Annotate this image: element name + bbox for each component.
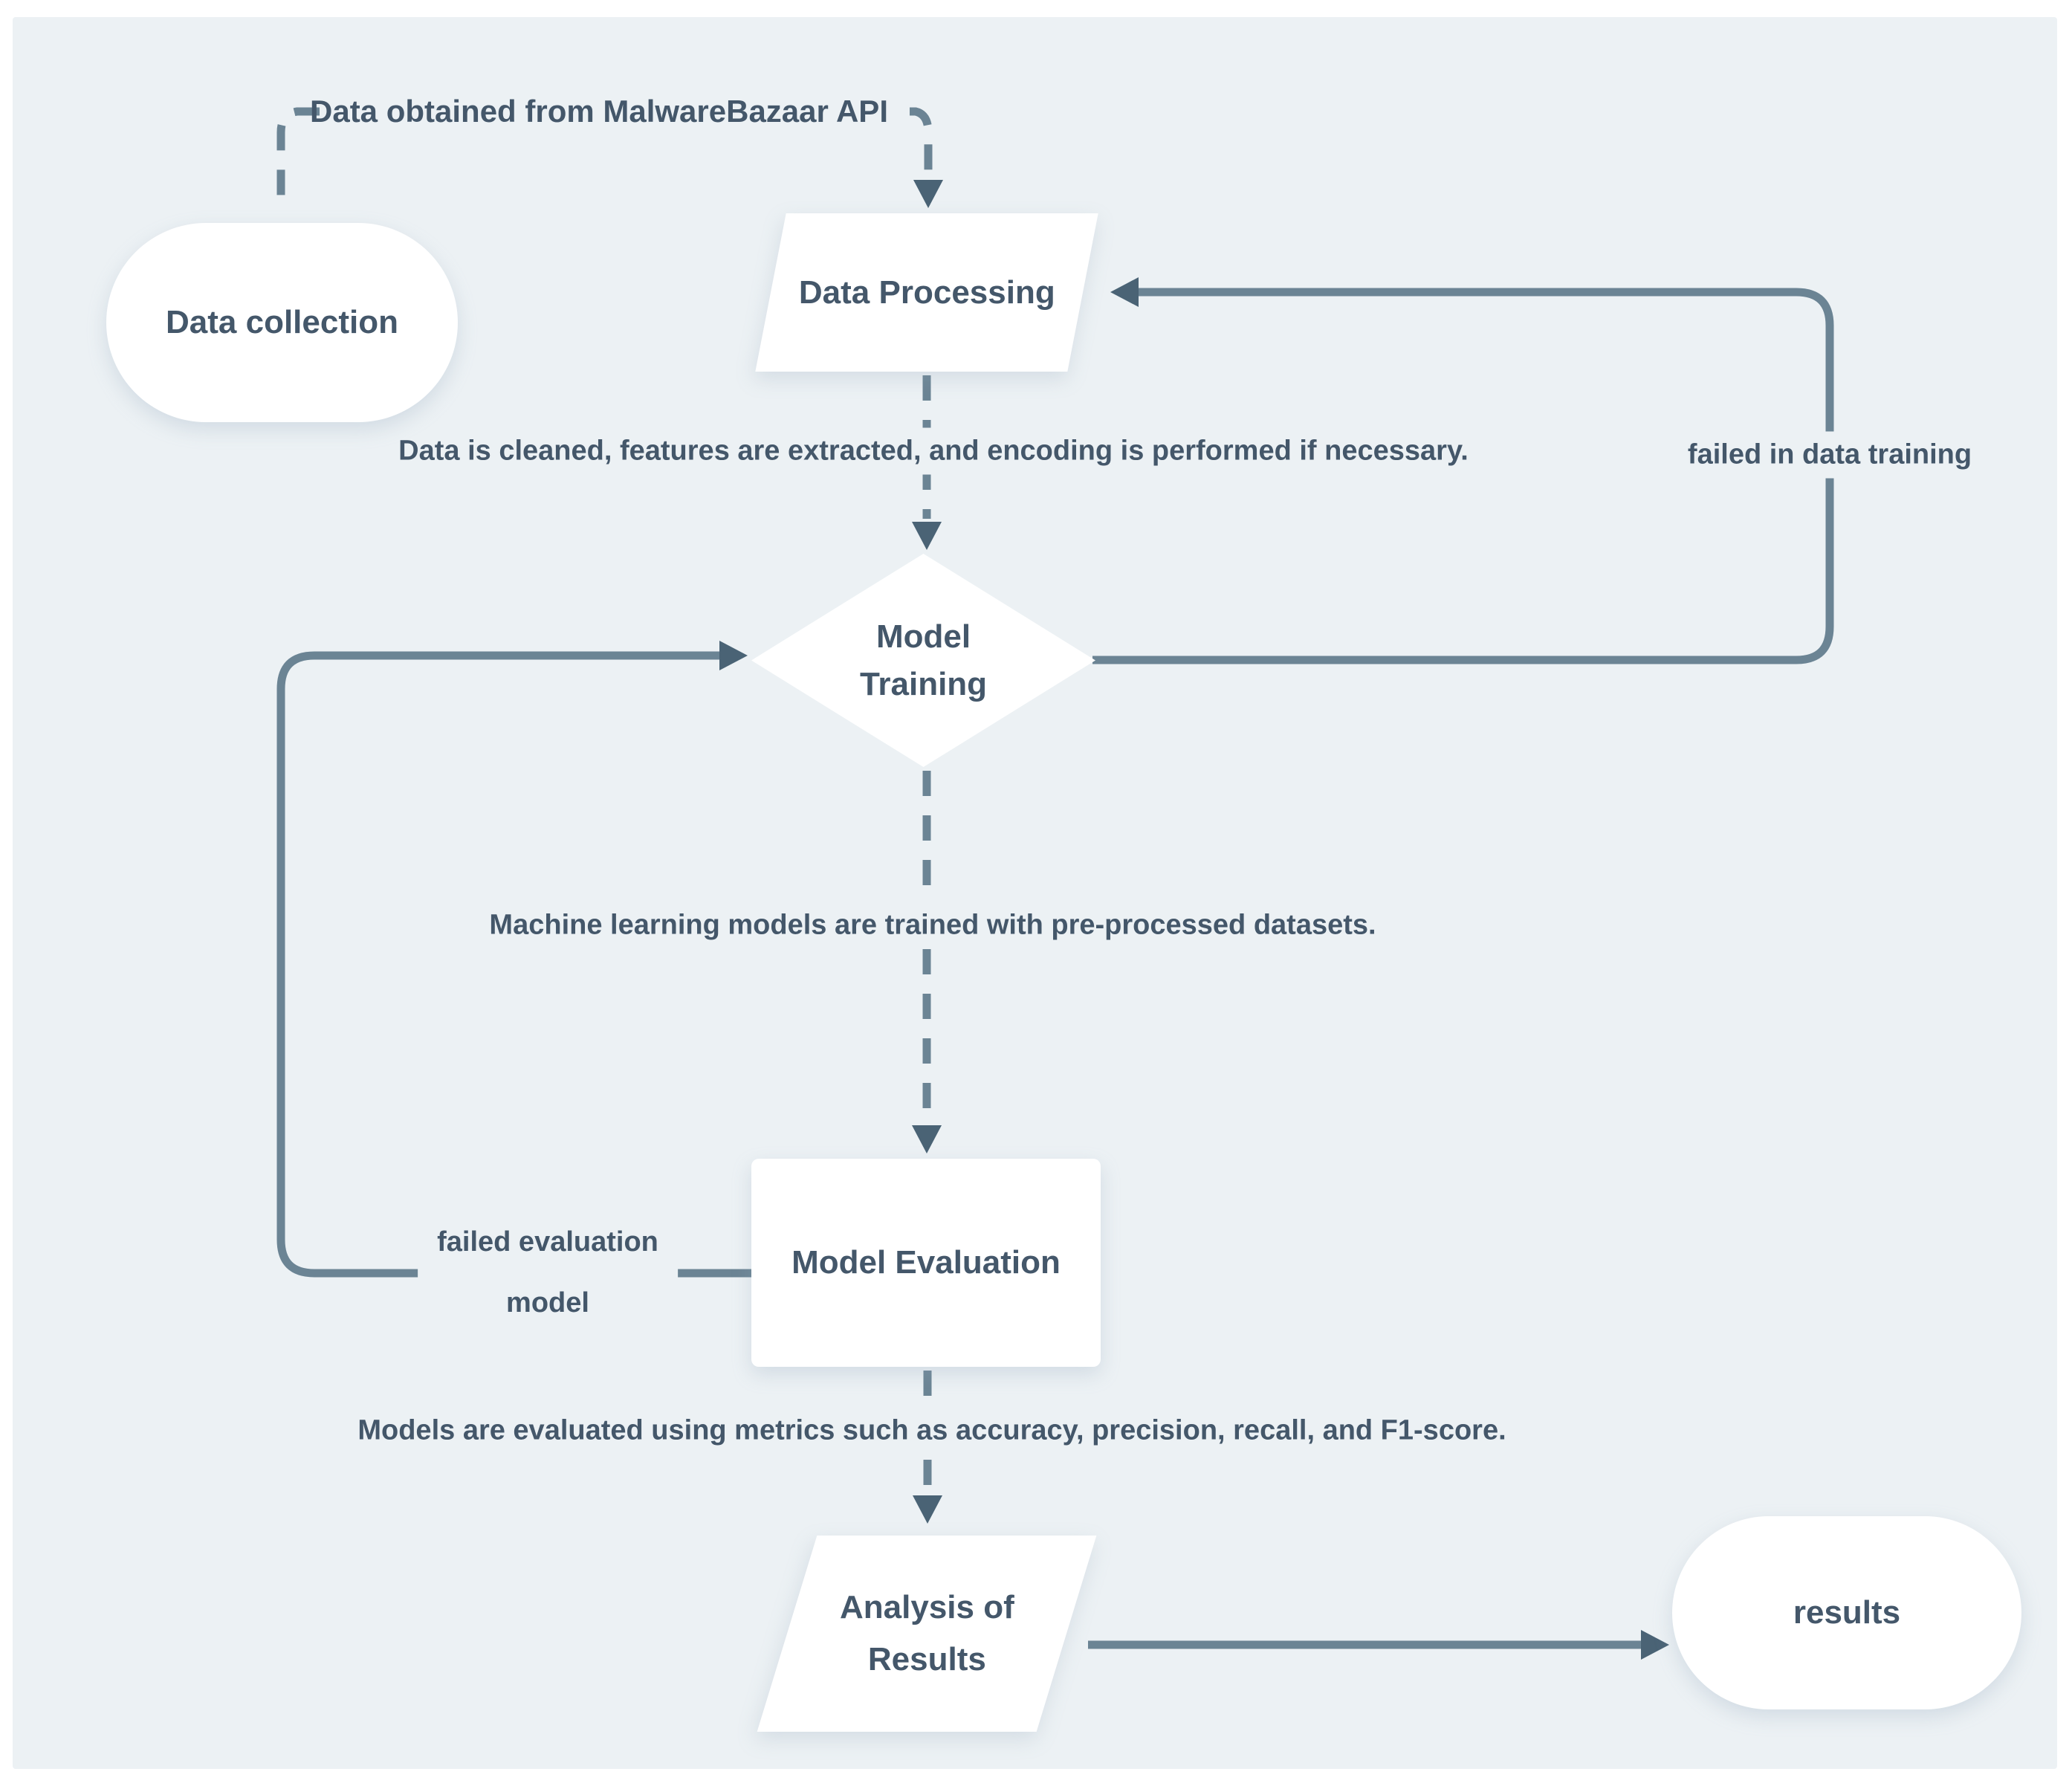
- label-training-note: Machine learning models are trained with…: [476, 902, 1390, 949]
- node-model-training-label-line2: Training: [859, 665, 988, 702]
- arrowhead-into-modeltraining-top: [912, 522, 942, 550]
- arrowhead-into-results: [1641, 1630, 1669, 1660]
- node-model-evaluation: Model Evaluation: [751, 1159, 1101, 1367]
- label-failed-evaluation: failed evaluation model: [418, 1209, 678, 1336]
- edge-apilabel-to-dataprocessing: [910, 107, 933, 177]
- node-data-collection: Data collection: [106, 223, 458, 422]
- node-model-evaluation-label: Model Evaluation: [791, 1244, 1061, 1281]
- node-analysis-label-line1: Analysis of: [839, 1589, 1014, 1625]
- label-failed-training: failed in data training: [1674, 431, 1986, 479]
- node-data-collection-label: Data collection: [166, 304, 398, 340]
- label-failed-evaluation-line1: failed evaluation: [437, 1226, 658, 1258]
- arrowhead-into-dataprocessing-top: [913, 180, 943, 208]
- arrowhead-into-modeltraining-left: [719, 641, 748, 670]
- label-failed-evaluation-line2: model: [506, 1287, 589, 1319]
- node-analysis-label-line2: Results: [867, 1641, 986, 1677]
- node-data-processing-label: Data Processing: [798, 274, 1055, 311]
- arrowhead-into-dataprocessing-right: [1110, 277, 1139, 307]
- label-evaluation-note: Models are evaluated using metrics such …: [344, 1407, 1520, 1455]
- arrowhead-into-analysis: [913, 1495, 942, 1524]
- edge-failed-evaluation-loop: [276, 651, 751, 1278]
- node-data-processing: Data Processing: [755, 213, 1098, 372]
- node-results-label: results: [1793, 1594, 1901, 1631]
- label-cleaning-note: Data is cleaned, features are extracted,…: [385, 427, 1482, 475]
- arrowhead-into-modelevaluation: [912, 1125, 942, 1154]
- node-results: results: [1672, 1516, 2021, 1709]
- node-model-training-label-line1: Model: [875, 618, 971, 655]
- edge-apilabel-to-datacollection: [276, 107, 320, 214]
- label-api-source: Data obtained from MalwareBazaar API: [310, 94, 888, 129]
